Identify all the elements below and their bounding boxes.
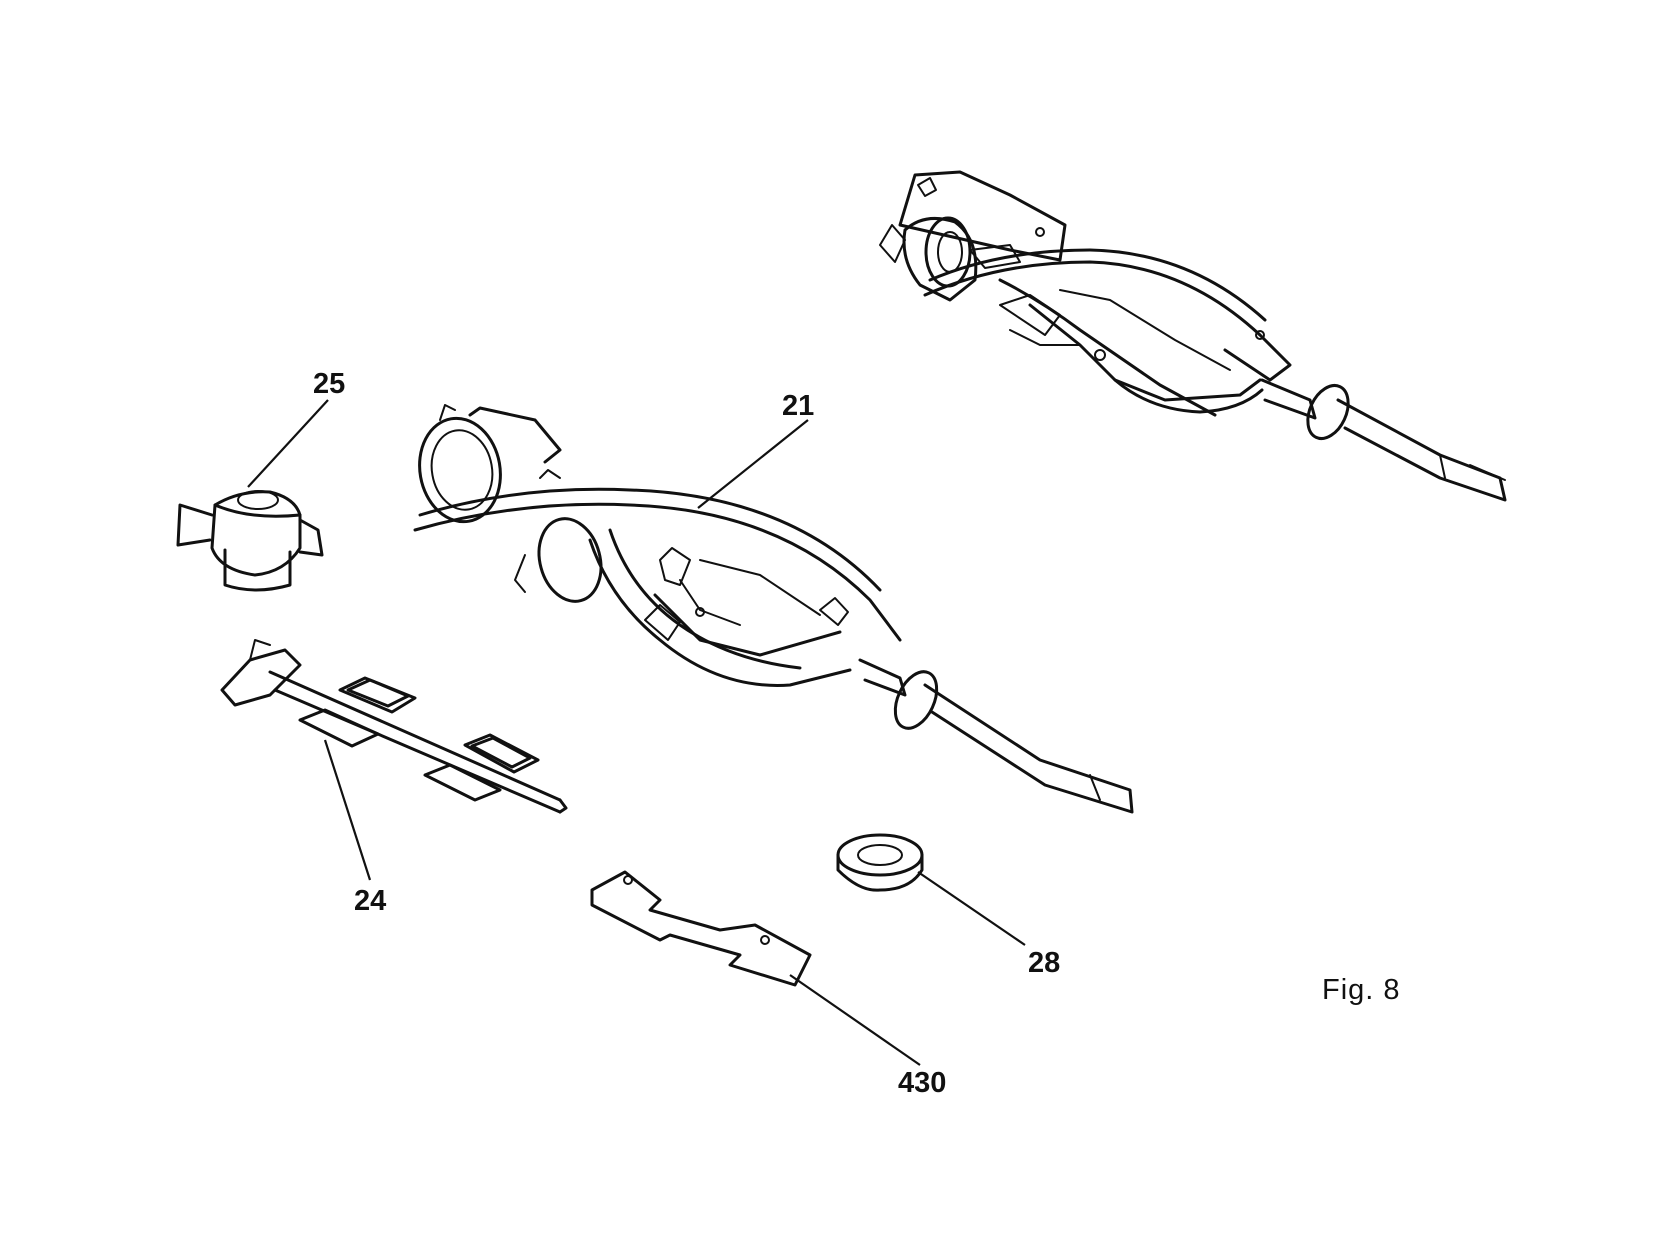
callout-21: 21 bbox=[782, 390, 814, 422]
leader-25 bbox=[247, 399, 329, 488]
part-28-drawing bbox=[836, 833, 924, 892]
leader-28 bbox=[917, 871, 1026, 946]
leader-24 bbox=[323, 739, 372, 881]
part-25-drawing bbox=[176, 490, 324, 592]
callout-28: 28 bbox=[1028, 947, 1060, 979]
assembled-cradle-drawing bbox=[879, 170, 1507, 502]
callout-430: 430 bbox=[898, 1067, 946, 1099]
part-24-drawing bbox=[220, 639, 568, 814]
callout-24: 24 bbox=[354, 885, 386, 917]
part-21-drawing bbox=[413, 404, 1134, 814]
leader-430 bbox=[789, 974, 921, 1066]
figure-caption: Fig. 8 bbox=[1322, 974, 1401, 1006]
callout-25: 25 bbox=[313, 368, 345, 400]
leader-21 bbox=[697, 419, 809, 509]
part-430-drawing bbox=[590, 870, 812, 987]
